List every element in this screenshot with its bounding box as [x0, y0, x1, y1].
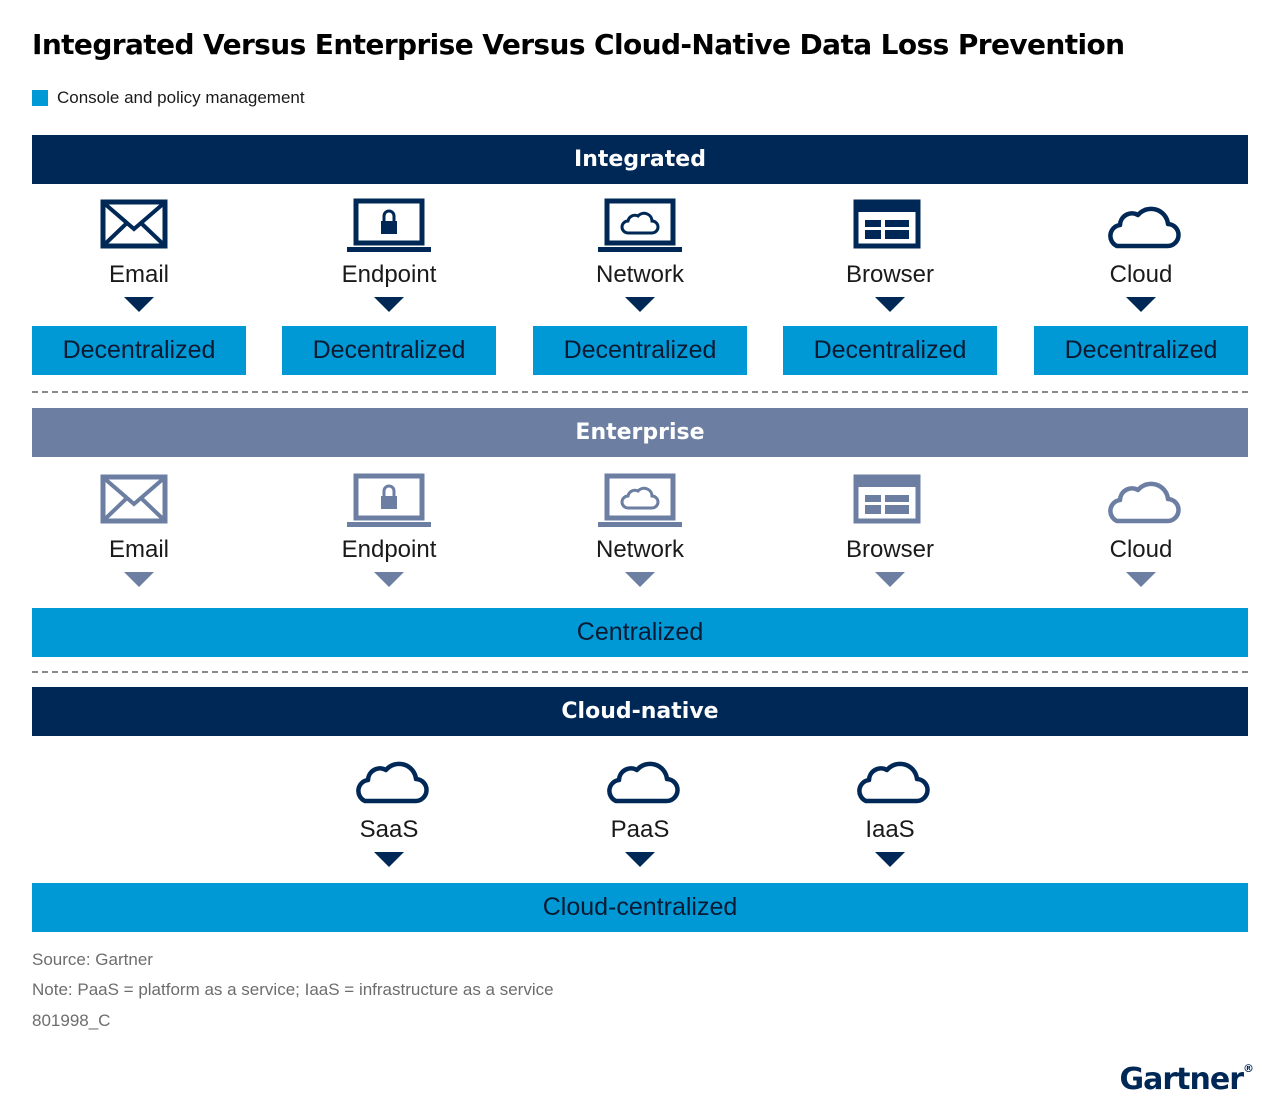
down-arrow-icon	[124, 572, 154, 587]
section-divider	[32, 391, 1248, 393]
down-arrow-icon	[124, 297, 154, 312]
centralized-box: Centralized	[32, 608, 1248, 657]
logo-text: Gartner	[1119, 1062, 1244, 1097]
item-label: Endpoint	[341, 536, 437, 563]
cloud-icon	[282, 752, 496, 812]
enterprise-item-browser: Browser	[783, 472, 997, 587]
integrated-item-email: Email	[32, 197, 246, 312]
cloud-native-item-saas: SaaS	[282, 752, 496, 867]
item-label: Network	[595, 536, 685, 563]
cloud-icon	[783, 752, 997, 812]
down-arrow-icon	[1126, 297, 1156, 312]
cloud-icon	[1034, 197, 1248, 257]
cloud-native-header: Cloud-native	[32, 687, 1248, 736]
registered-mark: ®	[1243, 1062, 1254, 1075]
cloud-icon	[1034, 472, 1248, 532]
item-label: Cloud	[1109, 261, 1173, 288]
integrated-item-endpoint: Endpoint	[282, 197, 496, 312]
item-label: Browser	[845, 261, 935, 288]
item-label: IaaS	[865, 816, 915, 843]
abbreviation-note: Note: PaaS = platform as a service; IaaS…	[32, 980, 554, 999]
decentralized-box: Decentralized	[533, 326, 747, 375]
down-arrow-icon	[374, 572, 404, 587]
decentralized-box: Decentralized	[32, 326, 246, 375]
item-label: SaaS	[359, 816, 419, 843]
legend: Console and policy management	[32, 88, 305, 108]
decentralized-box: Decentralized	[783, 326, 997, 375]
cloud-icon	[533, 752, 747, 812]
chart-title: Integrated Versus Enterprise Versus Clou…	[32, 28, 1125, 61]
integrated-item-browser: Browser	[783, 197, 997, 312]
down-arrow-icon	[875, 297, 905, 312]
item-label: Cloud	[1109, 536, 1173, 563]
decentralized-box: Decentralized	[1034, 326, 1248, 375]
enterprise-item-cloud: Cloud	[1034, 472, 1248, 587]
laptop-cloud-icon	[533, 472, 747, 532]
legend-swatch	[32, 90, 48, 106]
down-arrow-icon	[625, 852, 655, 867]
item-label: Email	[108, 261, 169, 288]
cloud-centralized-box: Cloud-centralized	[32, 883, 1248, 932]
decentralized-box: Decentralized	[282, 326, 496, 375]
down-arrow-icon	[875, 852, 905, 867]
enterprise-item-endpoint: Endpoint	[282, 472, 496, 587]
down-arrow-icon	[625, 297, 655, 312]
item-label: PaaS	[610, 816, 670, 843]
item-label: Email	[108, 536, 169, 563]
legend-label: Console and policy management	[57, 88, 305, 107]
figure-id: 801998_C	[32, 1011, 111, 1030]
laptop-cloud-icon	[533, 197, 747, 257]
envelope-icon	[32, 197, 246, 257]
item-label: Network	[595, 261, 685, 288]
enterprise-header: Enterprise	[32, 408, 1248, 457]
source-note: Source: Gartner	[32, 950, 153, 969]
item-label: Browser	[845, 536, 935, 563]
down-arrow-icon	[374, 852, 404, 867]
gartner-logo: Gartner®	[1119, 1062, 1254, 1097]
browser-window-icon	[783, 197, 997, 257]
enterprise-item-email: Email	[32, 472, 246, 587]
down-arrow-icon	[875, 572, 905, 587]
section-divider	[32, 671, 1248, 673]
browser-window-icon	[783, 472, 997, 532]
down-arrow-icon	[1126, 572, 1156, 587]
integrated-item-cloud: Cloud	[1034, 197, 1248, 312]
down-arrow-icon	[625, 572, 655, 587]
integrated-header: Integrated	[32, 135, 1248, 184]
down-arrow-icon	[374, 297, 404, 312]
item-label: Endpoint	[341, 261, 437, 288]
enterprise-item-network: Network	[533, 472, 747, 587]
laptop-lock-icon	[282, 197, 496, 257]
laptop-lock-icon	[282, 472, 496, 532]
envelope-icon	[32, 472, 246, 532]
cloud-native-item-paas: PaaS	[533, 752, 747, 867]
integrated-item-network: Network	[533, 197, 747, 312]
cloud-native-item-iaas: IaaS	[783, 752, 997, 867]
